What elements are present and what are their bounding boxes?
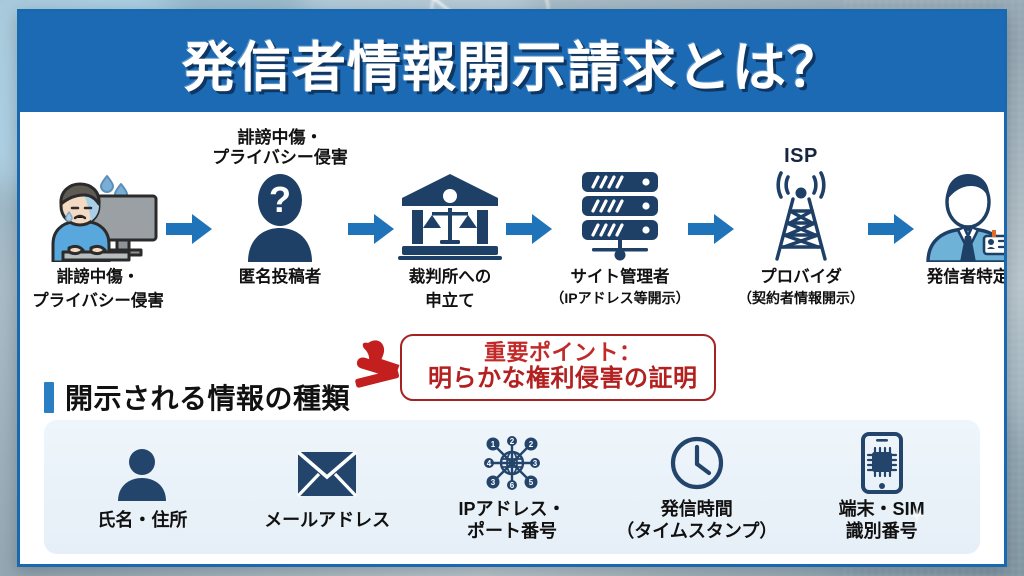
flow-node-anonymous-toptext: 誹謗中傷・ プライバシー侵害 — [212, 122, 348, 168]
flow-node-victim-label2: プライバシー侵害 — [32, 291, 164, 310]
page-title: 発信者情報開示請求とは？ — [182, 37, 842, 98]
infographic-card: 発信者情報開示請求とは？ — [17, 9, 1007, 567]
flow-node-site-admin-label: サイト管理者 — [570, 268, 670, 286]
section-title: 開示される情報の種類 — [65, 383, 351, 414]
network-globe-nodes-icon: 1 2 2 4 3 3 6 5 — [480, 432, 544, 494]
flow-node-anonymous-poster: 誹謗中傷・ プライバシー侵害 ? 匿名投稿者 — [212, 122, 348, 288]
toptext-line1: 誹謗中傷・ — [237, 127, 323, 147]
disclosed-item-timestamp: 発信時間 （タイムスタンプ） — [609, 432, 784, 542]
node-number: 2 — [529, 440, 534, 449]
disclosed-item-label: 氏名・住所 — [97, 509, 188, 530]
disclosed-item-label: IPアドレス・ — [458, 498, 566, 519]
node-number: 2 — [510, 437, 515, 446]
flow-node-anonymous-label: 匿名投稿者 — [238, 268, 322, 286]
disclosed-item-label: 端末・SIM — [838, 498, 925, 519]
important-point-box: 重要ポイント： 明らかな権利侵害の証明 — [400, 334, 716, 401]
identified-person-badge-icon — [918, 168, 1004, 264]
clock-icon — [669, 432, 725, 494]
right-arrow-icon — [344, 214, 398, 244]
anonymous-user-question-icon: ? — [240, 168, 320, 264]
flow-node-provider-label: プロバイダ — [760, 268, 842, 286]
server-stack-icon — [576, 168, 664, 264]
disclosed-item-label: 発信時間 — [660, 498, 733, 519]
smartphone-sim-chip-icon — [859, 431, 905, 494]
disclosed-item-label2: ポート番号 — [466, 520, 557, 541]
callout-line2: 明らかな権利侵害の証明 — [428, 365, 698, 393]
courthouse-scales-icon — [398, 168, 502, 264]
flow-node-court-label: 裁判所への — [408, 268, 492, 286]
node-number: 3 — [533, 459, 538, 468]
disclosed-item-device-sim: 端末・SIM 識別番号 — [794, 431, 969, 542]
svg-text:?: ? — [269, 179, 291, 220]
disclosed-item-email: メールアドレス — [240, 443, 415, 532]
disclosed-item-label: メールアドレス — [264, 509, 391, 530]
right-arrow-icon — [684, 214, 738, 244]
flow-node-identified-label: 発信者特定 — [926, 268, 1007, 286]
node-number: 1 — [491, 440, 496, 449]
envelope-icon — [296, 443, 358, 505]
right-arrow-icon — [864, 214, 918, 244]
disclosed-item-label2: 識別番号 — [845, 520, 918, 541]
node-number: 4 — [487, 459, 492, 468]
node-number: 5 — [529, 478, 534, 487]
process-flow: 誹謗中傷・ プライバシー侵害 誹謗中傷・ プライバシー侵害 — [20, 122, 1004, 337]
important-point-callout: 重要ポイント： 明らかな権利侵害の証明 — [352, 334, 716, 401]
disclosed-item-label2: （タイムスタンプ） — [616, 520, 778, 541]
radio-tower-icon — [759, 168, 843, 264]
callout-line1: 重要ポイント： — [483, 340, 642, 366]
flow-node-court-label2: 申立て — [425, 291, 475, 310]
person-silhouette-icon — [115, 443, 169, 505]
isp-caption: ISP — [784, 145, 818, 167]
flow-node-site-admin: サイト管理者 （IPアドレス等開示） — [550, 122, 690, 308]
flow-node-provider-label2: （契約者情報開示） — [738, 289, 864, 306]
card-body: 誹謗中傷・ プライバシー侵害 誹謗中傷・ プライバシー侵害 — [20, 112, 1004, 564]
right-arrow-icon — [162, 214, 216, 244]
flow-node-identified: 発信者特定 — [918, 122, 1007, 288]
person-at-computer-icon — [35, 168, 161, 264]
red-stamp-icon — [352, 334, 414, 401]
node-number: 6 — [510, 481, 515, 490]
card-header: 発信者情報開示請求とは？ — [20, 12, 1004, 112]
flow-node-court: 裁判所への 申立て — [398, 122, 502, 312]
disclosed-info-panel: 氏名・住所 メールアドレス — [44, 420, 980, 554]
toptext-line2: プライバシー侵害 — [212, 147, 348, 167]
disclosed-item-name-address: 氏名・住所 — [55, 443, 230, 532]
disclosed-item-ip-port: 1 2 2 4 3 3 6 5 IPアドレス・ ポート番号 — [424, 432, 599, 542]
section-accent-bar — [44, 381, 54, 413]
right-arrow-icon — [502, 214, 556, 244]
flow-node-provider: ISP — [738, 122, 864, 308]
flow-node-site-admin-label2: （IPアドレス等開示） — [550, 289, 690, 306]
section-heading: 開示される情報の種類 — [44, 377, 350, 417]
flow-node-victim-label: 誹謗中傷・ — [56, 268, 140, 286]
flow-node-victim: 誹謗中傷・ プライバシー侵害 — [32, 122, 164, 312]
node-number: 3 — [491, 478, 496, 487]
